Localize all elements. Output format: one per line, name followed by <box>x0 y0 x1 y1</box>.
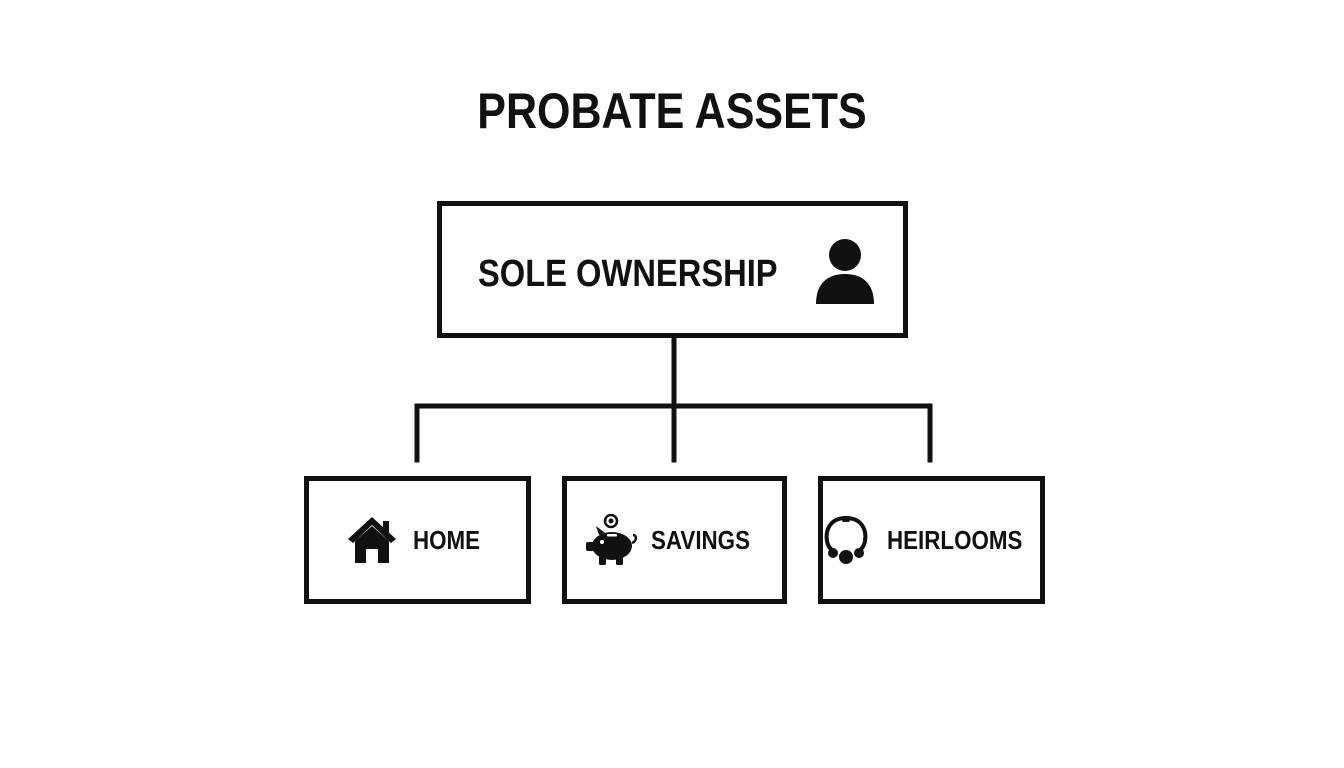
root-node-sole-ownership: SOLE OWNERSHIP <box>437 201 908 338</box>
child-node-savings: SAVINGS <box>562 476 787 604</box>
necklace-icon <box>824 516 868 564</box>
piggy-bank-icon <box>585 513 637 565</box>
child-node-label: HOME <box>412 524 480 555</box>
house-icon <box>347 517 396 563</box>
child-node-label: SAVINGS <box>650 524 750 555</box>
root-node-label: SOLE OWNERSHIP <box>478 253 778 295</box>
person-icon <box>816 239 874 304</box>
child-node-label: HEIRLOOMS <box>886 524 1023 555</box>
child-node-heirlooms: HEIRLOOMS <box>818 476 1045 604</box>
diagram-title: PROBATE ASSETS <box>477 83 867 139</box>
child-node-home: HOME <box>304 476 531 604</box>
